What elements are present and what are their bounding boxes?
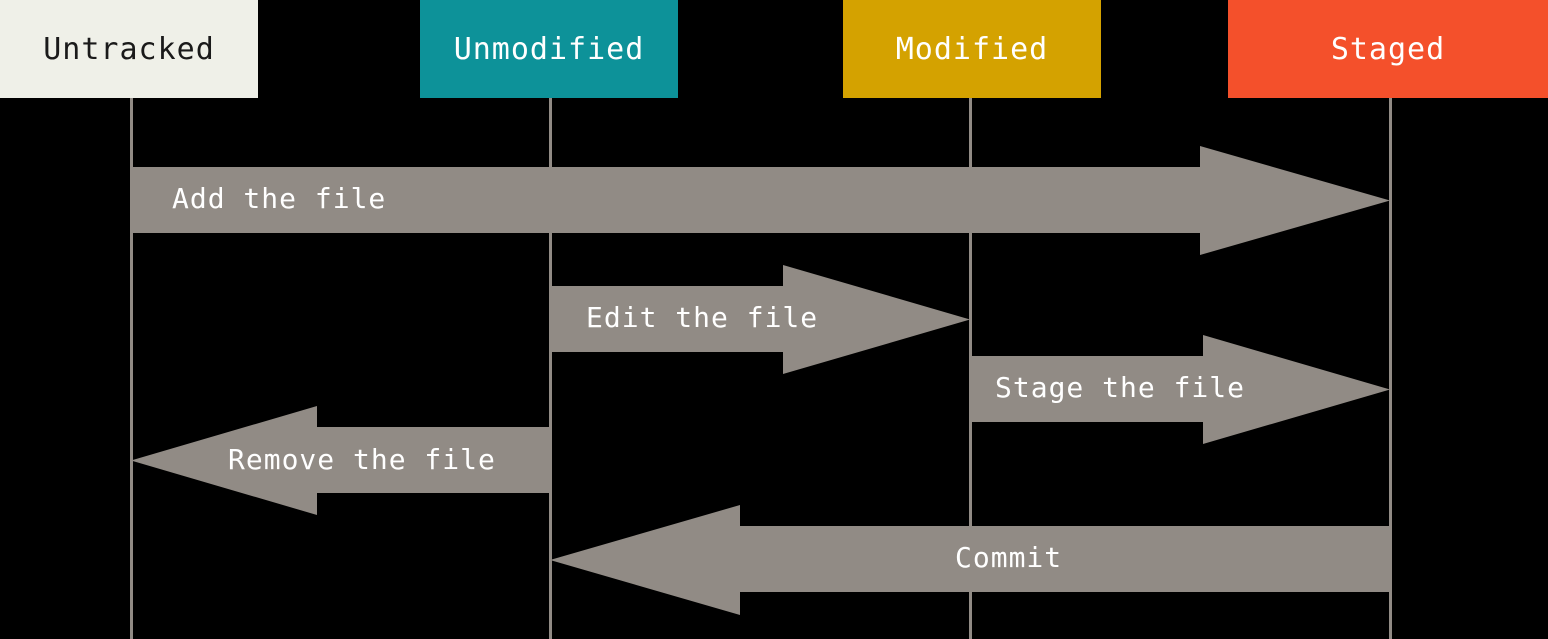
state-label-modified: Modified <box>895 31 1049 67</box>
state-box-unmodified: Unmodified <box>420 0 678 98</box>
state-box-untracked: Untracked <box>0 0 258 98</box>
lane-staged <box>1389 98 1392 639</box>
lane-unmodified <box>549 98 552 639</box>
arrow-shape-remove-the-file <box>131 406 550 515</box>
arrow-shape-commit <box>550 505 1390 615</box>
state-label-staged: Staged <box>1330 31 1446 67</box>
state-box-staged: Staged <box>1228 0 1548 98</box>
arrow-shape-stage-the-file <box>970 335 1390 444</box>
state-box-modified: Modified <box>843 0 1101 98</box>
lane-untracked <box>130 98 133 639</box>
state-label-untracked: Untracked <box>43 31 215 67</box>
arrow-shape-edit-the-file <box>550 265 970 374</box>
arrow-shape-add-the-file <box>131 146 1390 255</box>
state-label-unmodified: Unmodified <box>453 31 645 67</box>
